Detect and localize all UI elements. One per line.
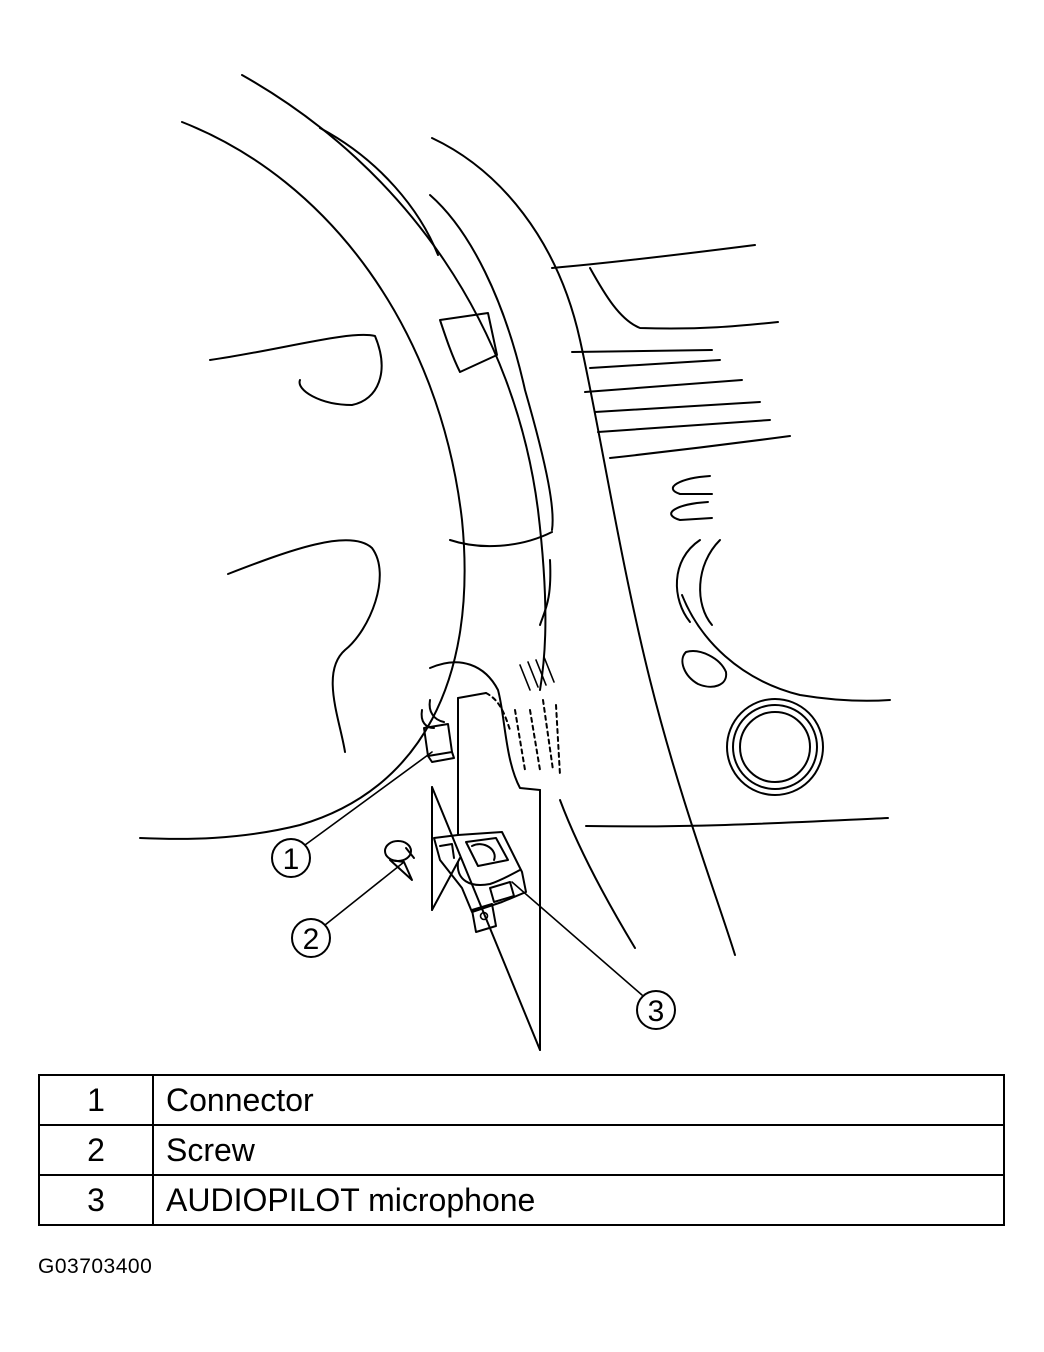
callout-2-number: 2: [303, 923, 320, 956]
part-name: Screw: [152, 1124, 1005, 1176]
connector: [420, 699, 455, 763]
callout-3-number: 3: [648, 995, 665, 1028]
installation-diagram: 1 2 3: [139, 74, 891, 1051]
part-name: AUDIOPILOT microphone: [152, 1174, 1005, 1226]
part-number: 1: [38, 1074, 154, 1126]
callout-1: 1: [271, 838, 311, 878]
parts-legend-table: 1 Connector 2 Screw 3 AUDIOPILOT microph…: [38, 1074, 1005, 1226]
table-row: 1 Connector: [38, 1074, 1005, 1126]
table-row: 2 Screw: [38, 1124, 1005, 1176]
screw: [384, 840, 415, 881]
callout-2: 2: [291, 918, 331, 958]
instrument-panel: [431, 137, 891, 956]
steering-wheel: [139, 74, 547, 840]
part-name: Connector: [152, 1074, 1005, 1126]
leader-lines: [304, 751, 643, 996]
callout-1-number: 1: [283, 843, 300, 876]
callout-3: 3: [636, 990, 676, 1030]
table-row: 3 AUDIOPILOT microphone: [38, 1174, 1005, 1226]
part-number: 2: [38, 1124, 154, 1176]
part-number: 3: [38, 1174, 154, 1226]
audiopilot-microphone: [433, 831, 527, 933]
figure-id: G03703400: [38, 1255, 153, 1278]
steering-column-cover: [319, 127, 554, 791]
